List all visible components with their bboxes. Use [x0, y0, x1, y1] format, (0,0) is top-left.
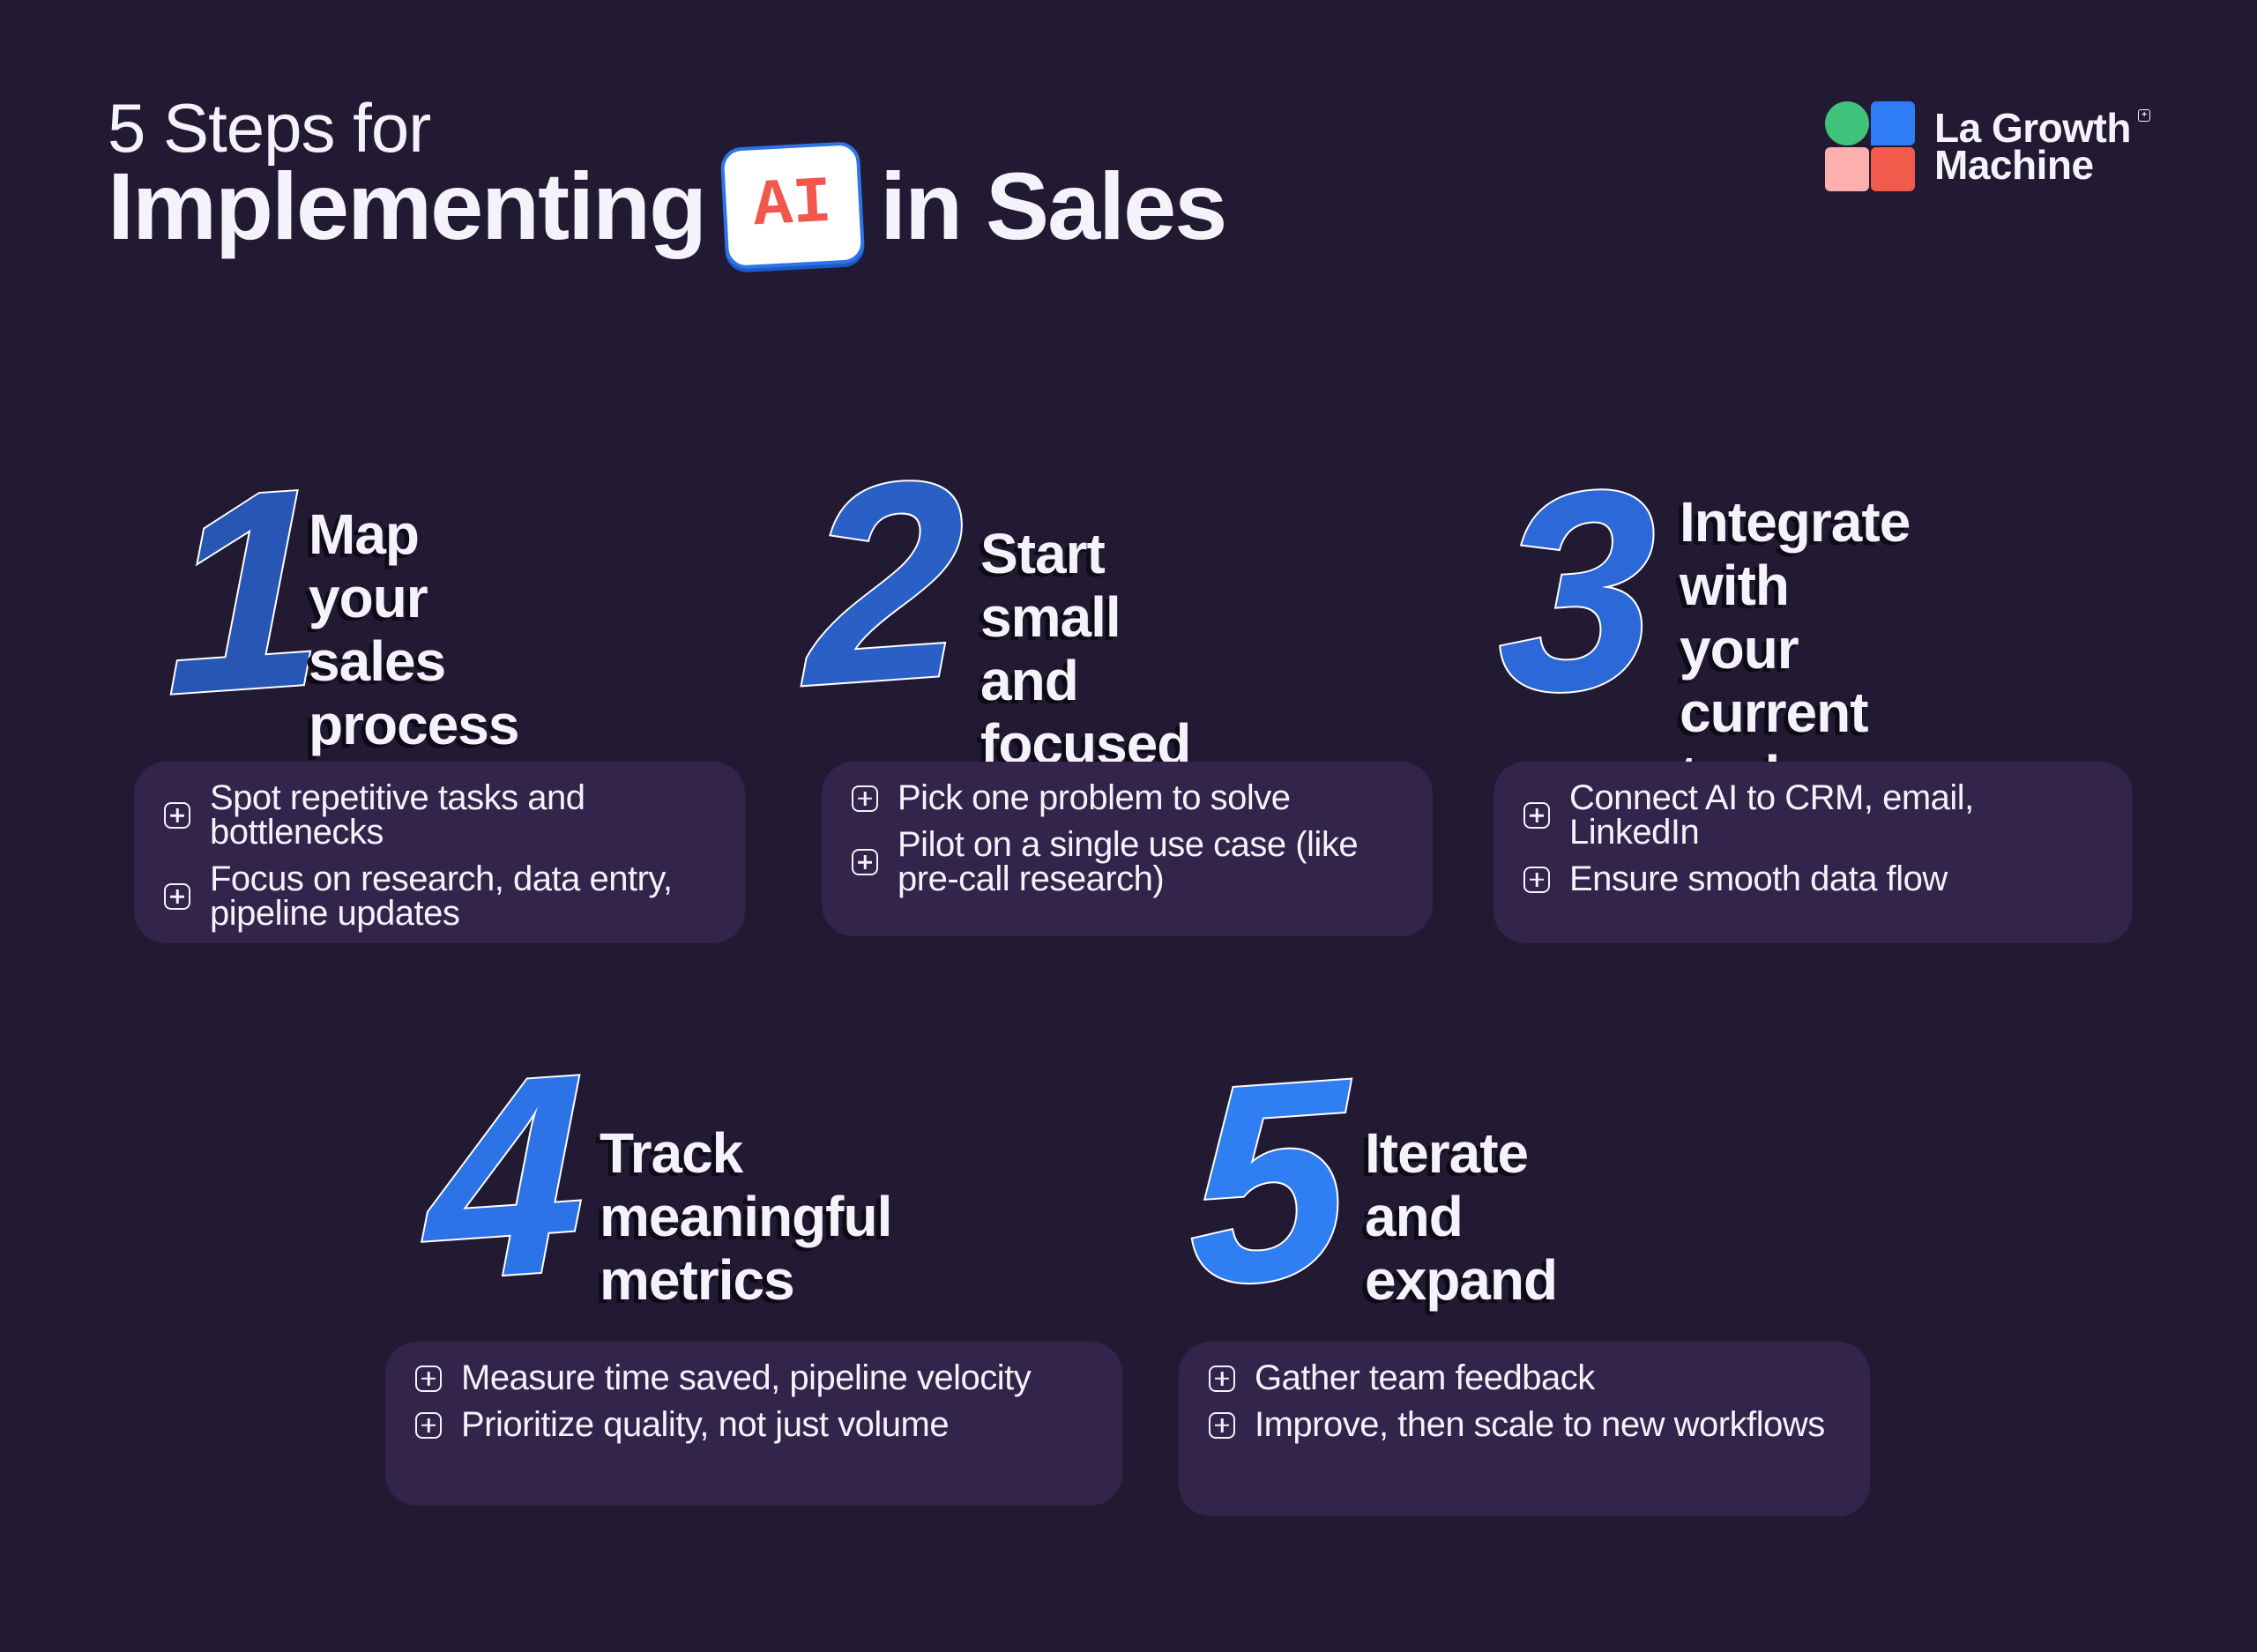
bullet-text: Prioritize quality, not just volume: [461, 1405, 950, 1444]
title-in-sales: in Sales: [880, 152, 1227, 259]
step-4-card: Measure time saved, pipeline velocity Pr…: [385, 1342, 1122, 1506]
step-number-2: 2: [805, 417, 965, 747]
bullet-text: Gather team feedback: [1255, 1358, 1595, 1397]
step-title-3: Integrate with your current tools: [1680, 490, 1911, 807]
list-item: Pilot on a single use case (like pre-cal…: [852, 825, 1406, 898]
step-2-card: Pick one problem to solve Pilot on a sin…: [822, 762, 1433, 936]
plus-square-icon: [164, 883, 190, 910]
step-number-3: 3: [1497, 426, 1657, 755]
bullet-text: Spot repetitive tasks and bottlenecks: [210, 778, 585, 852]
bullet-text: Pilot on a single use case (like pre-cal…: [898, 825, 1359, 898]
step-1-card: Spot repetitive tasks and bottlenecks Fo…: [134, 762, 745, 943]
logo-mark-icon: [1825, 101, 1915, 191]
step-title-line: Iterate and: [1365, 1121, 1529, 1248]
list-item: Focus on research, data entry, pipeline …: [164, 859, 719, 933]
logo-pink-square: [1825, 147, 1869, 191]
list-item: Gather team feedback: [1209, 1358, 1844, 1397]
plus-square-icon: [1209, 1365, 1235, 1392]
plus-square-icon: [415, 1365, 442, 1392]
step-title-2: Start small and focused: [980, 522, 1191, 776]
bullet-text: Pick one problem to solve: [898, 778, 1291, 817]
step-title-line: expand: [1365, 1248, 1558, 1312]
registered-plus-icon: +: [2137, 109, 2150, 122]
step-number-5: 5: [1188, 1016, 1349, 1346]
logo-wordmark: La Growth Machine +: [1934, 105, 2150, 188]
plus-square-icon: [1523, 866, 1550, 893]
step-number-4: 4: [426, 1012, 586, 1342]
list-item: Pick one problem to solve: [852, 778, 1406, 817]
logo-line-1: La Growth: [1934, 105, 2131, 151]
step-number-1: 1: [166, 426, 326, 755]
step-title-line: with your: [1680, 554, 1799, 681]
title-line-1: 5 Steps for: [108, 89, 431, 167]
step-title-line: Map your: [309, 502, 428, 629]
list-item: Spot repetitive tasks and bottlenecks: [164, 778, 719, 852]
step-title-line: metrics: [600, 1248, 795, 1312]
bullet-text: Measure time saved, pipeline velocity: [461, 1358, 1032, 1397]
logo-line-2: Machine: [1934, 142, 2094, 188]
title-implementing: Implementing: [108, 152, 707, 259]
step-title-line: sales process: [309, 629, 519, 756]
step-title-line: Start small: [980, 522, 1121, 649]
step-3-card: Connect AI to CRM, email, LinkedIn Ensur…: [1493, 762, 2133, 943]
list-item: Improve, then scale to new workflows: [1209, 1405, 1844, 1444]
list-item: Ensure smooth data flow: [1523, 859, 2106, 898]
step-5-card: Gather team feedback Improve, then scale…: [1179, 1342, 1870, 1516]
step-title-line: and focused: [980, 649, 1191, 776]
logo-red-square: [1871, 147, 1915, 191]
step-title-5: Iterate and expand: [1365, 1121, 1558, 1312]
plus-square-icon: [415, 1411, 442, 1439]
plus-square-icon: [1209, 1411, 1235, 1439]
plus-square-icon: [164, 802, 190, 829]
logo-green-circle: [1825, 101, 1869, 145]
step-title-line: Track meaningful: [600, 1121, 892, 1248]
plus-square-icon: [1523, 802, 1550, 829]
bullet-text: Ensure smooth data flow: [1569, 859, 1948, 898]
bullet-text: Improve, then scale to new workflows: [1255, 1405, 1825, 1444]
step-title-4: Track meaningful metrics: [600, 1121, 892, 1312]
bullet-text: Connect AI to CRM, email, LinkedIn: [1569, 778, 1974, 852]
plus-square-icon: [852, 785, 878, 812]
ai-badge: AI: [719, 140, 866, 271]
la-growth-machine-logo: La Growth Machine +: [1825, 101, 2150, 191]
logo-blue-square: [1871, 101, 1915, 145]
list-item: Measure time saved, pipeline velocity: [415, 1358, 1096, 1397]
plus-square-icon: [852, 849, 878, 875]
list-item: Prioritize quality, not just volume: [415, 1405, 1096, 1444]
step-title-line: Integrate: [1680, 490, 1911, 554]
bullet-text: Focus on research, data entry, pipeline …: [210, 859, 673, 933]
list-item: Connect AI to CRM, email, LinkedIn: [1523, 778, 2106, 852]
step-title-1: Map your sales process: [309, 502, 519, 756]
page-title: Implementing AI in Sales: [108, 140, 1227, 271]
